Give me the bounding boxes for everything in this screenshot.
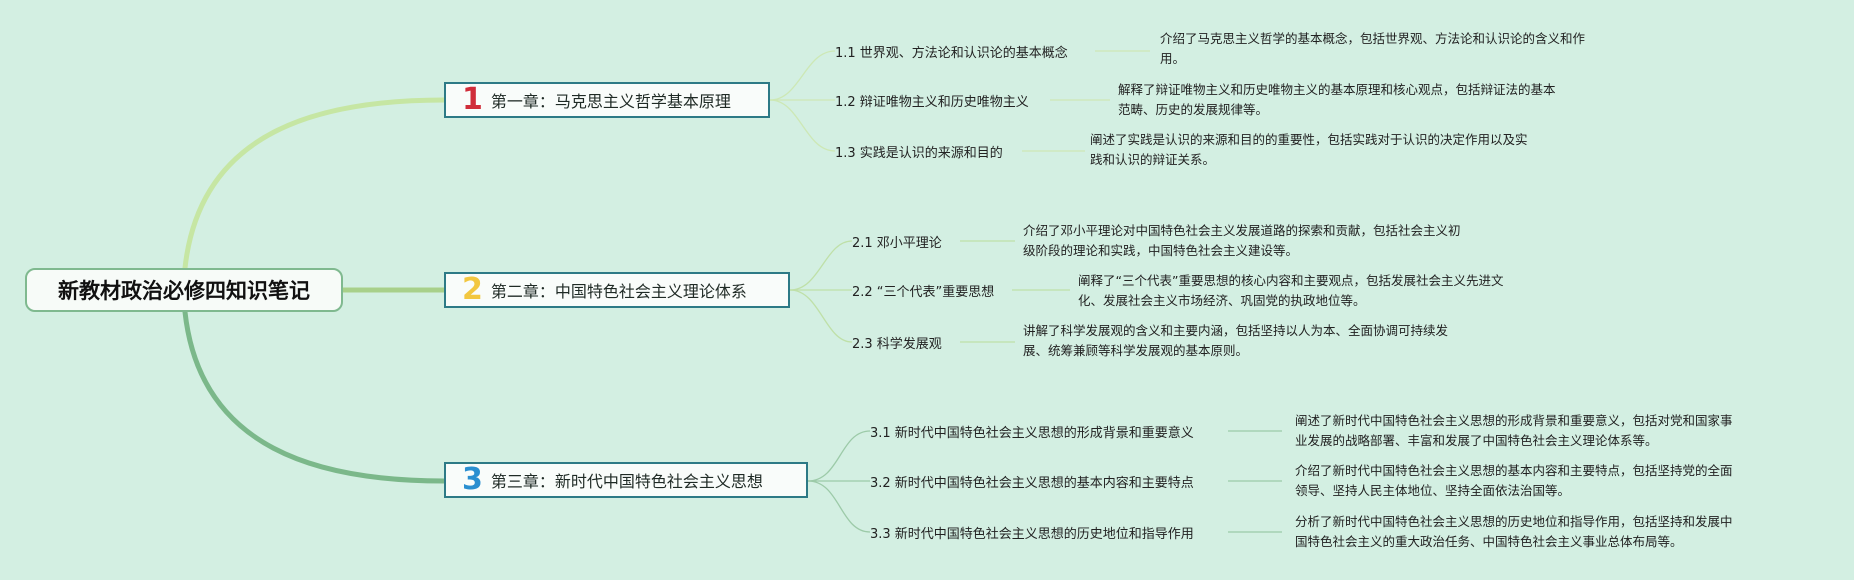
chapter-2-number: 2: [462, 272, 483, 307]
chapter-3-title: 第三章：新时代中国特色社会主义思想: [490, 472, 763, 491]
section-1-1[interactable]: 1.1 世界观、方法论和认识论的基本概念: [835, 46, 1068, 61]
desc-line: 阐释了“三个代表”重要思想的核心内容和主要观点，包括发展社会主义先进文: [1078, 273, 1504, 288]
section-2-1-desc: 介绍了邓小平理论对中国特色社会主义发展道路的探索和贡献，包括社会主义初 级阶段的…: [1023, 221, 1461, 261]
desc-line: 领导、坚持人民主体地位、坚持全面依法治国等。: [1295, 483, 1571, 498]
link-ch1-s3: [769, 99, 836, 152]
chapter-3-number: 3: [462, 462, 483, 497]
chapter-1-title: 第一章：马克思主义哲学基本原理: [490, 92, 731, 111]
section-3-1[interactable]: 3.1 新时代中国特色社会主义思想的形成背景和重要意义: [870, 426, 1194, 441]
root-topic[interactable]: 新教材政治必修四知识笔记: [25, 268, 343, 312]
link-ch2-s3: [789, 289, 853, 343]
chapter-2-title: 第二章：中国特色社会主义理论体系: [490, 282, 747, 301]
desc-line: 级阶段的理论和实践，中国特色社会主义建设等。: [1023, 243, 1299, 258]
desc-line: 介绍了马克思主义哲学的基本概念，包括世界观、方法论和认识论的含义和作: [1160, 31, 1586, 46]
chapter-1-number: 1: [462, 82, 483, 117]
root-title: 新教材政治必修四知识笔记: [58, 279, 310, 303]
desc-line: 介绍了新时代中国特色社会主义思想的基本内容和主要特点，包括坚持党的全面: [1295, 463, 1733, 478]
link-root-ch1: [182, 97, 447, 271]
section-1-2-desc: 解释了辩证唯物主义和历史唯物主义的基本原理和核心观点，包括辩证法的基本 范畴、历…: [1118, 80, 1556, 120]
chapter-3-node[interactable]: 3 第三章：新时代中国特色社会主义思想: [444, 462, 808, 498]
desc-line: 业发展的战略部署、丰富和发展了中国特色社会主义理论体系等。: [1295, 433, 1658, 448]
desc-line: 范畴、历史的发展规律等。: [1118, 102, 1269, 117]
section-2-1[interactable]: 2.1 邓小平理论: [852, 236, 942, 251]
link-ch3-s3: [807, 480, 871, 533]
desc-line: 阐述了新时代中国特色社会主义思想的形成背景和重要意义，包括对党和国家事: [1295, 413, 1733, 428]
desc-line: 阐述了实践是认识的来源和目的的重要性，包括实践对于认识的决定作用以及实: [1090, 132, 1528, 147]
section-1-2[interactable]: 1.2 辩证唯物主义和历史唯物主义: [835, 95, 1029, 110]
section-3-3-desc: 分析了新时代中国特色社会主义思想的历史地位和指导作用，包括坚持和发展中 国特色社…: [1295, 512, 1733, 552]
section-1-3-desc: 阐述了实践是认识的来源和目的的重要性，包括实践对于认识的决定作用以及实 践和认识…: [1090, 130, 1528, 170]
link-ch2-s1: [789, 240, 853, 291]
section-1-1-desc: 介绍了马克思主义哲学的基本概念，包括世界观、方法论和认识论的含义和作 用。: [1160, 29, 1585, 69]
chapter-1-node[interactable]: 1 第一章：马克思主义哲学基本原理: [444, 82, 770, 118]
section-3-1-desc: 阐述了新时代中国特色社会主义思想的形成背景和重要意义，包括对党和国家事 业发展的…: [1295, 411, 1733, 451]
chapter-2-node[interactable]: 2 第二章：中国特色社会主义理论体系: [444, 272, 790, 308]
desc-line: 国特色社会主义的重大政治任务、中国特色社会主义事业总体布局等。: [1295, 534, 1683, 549]
section-3-3[interactable]: 3.3 新时代中国特色社会主义思想的历史地位和指导作用: [870, 527, 1194, 542]
link-ch3-s1: [807, 430, 871, 482]
section-3-2-desc: 介绍了新时代中国特色社会主义思想的基本内容和主要特点，包括坚持党的全面 领导、坚…: [1295, 461, 1733, 501]
section-2-2-desc: 阐释了“三个代表”重要思想的核心内容和主要观点，包括发展社会主义先进文 化、发展…: [1078, 271, 1503, 311]
section-1-3[interactable]: 1.3 实践是认识的来源和目的: [835, 146, 1003, 161]
desc-line: 践和认识的辩证关系。: [1090, 152, 1216, 167]
desc-line: 解释了辩证唯物主义和历史唯物主义的基本原理和核心观点，包括辩证法的基本: [1118, 82, 1556, 97]
desc-line: 介绍了邓小平理论对中国特色社会主义发展道路的探索和贡献，包括社会主义初: [1023, 223, 1461, 238]
desc-line: 用。: [1160, 51, 1186, 66]
link-ch1-s1: [769, 50, 836, 101]
desc-line: 化、发展社会主义市场经济、巩固党的执政地位等。: [1078, 293, 1366, 308]
section-3-2[interactable]: 3.2 新时代中国特色社会主义思想的基本内容和主要特点: [870, 476, 1194, 491]
section-2-2[interactable]: 2.2 “三个代表”重要思想: [852, 285, 995, 300]
desc-line: 讲解了科学发展观的含义和主要内涵，包括坚持以人为本、全面协调可持续发: [1023, 323, 1449, 338]
link-root-ch3: [182, 309, 447, 484]
desc-line: 展、统筹兼顾等科学发展观的基本原则。: [1023, 343, 1249, 358]
section-2-3-desc: 讲解了科学发展观的含义和主要内涵，包括坚持以人为本、全面协调可持续发 展、统筹兼…: [1023, 321, 1448, 361]
section-2-3[interactable]: 2.3 科学发展观: [852, 337, 942, 352]
desc-line: 分析了新时代中国特色社会主义思想的历史地位和指导作用，包括坚持和发展中: [1295, 514, 1733, 529]
